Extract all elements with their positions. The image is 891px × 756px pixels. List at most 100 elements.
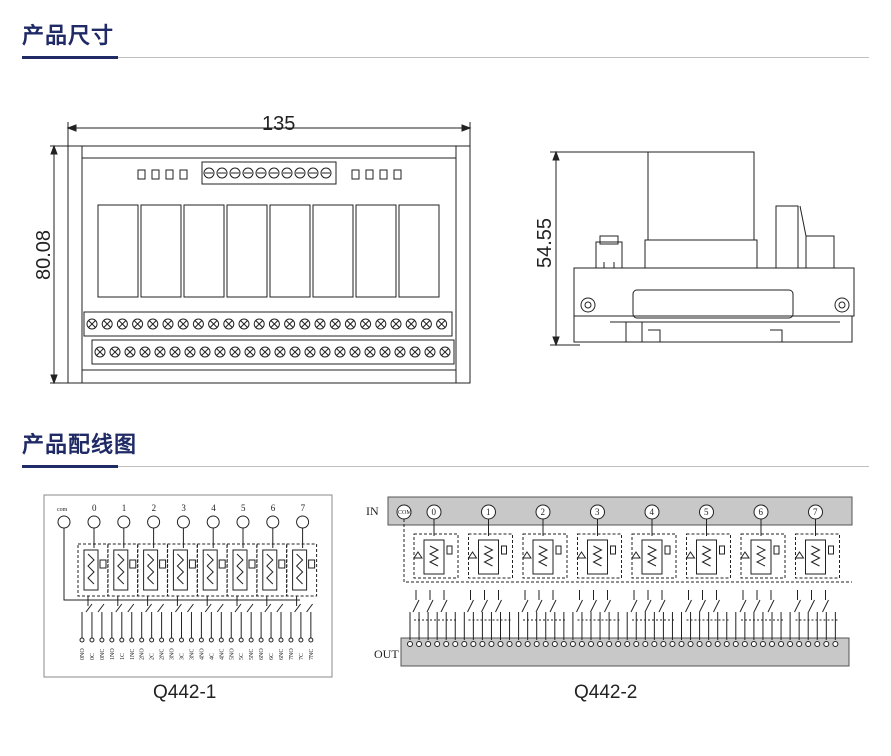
q1-channel-label: 5 <box>241 503 246 513</box>
screw-terminal <box>242 167 254 179</box>
output-terminal <box>696 641 703 647</box>
output-terminal <box>506 641 513 647</box>
coil-winding <box>755 545 767 567</box>
coil-winding <box>483 545 494 567</box>
screw-terminal <box>162 318 174 330</box>
output-terminal <box>597 641 604 647</box>
q1-terminal-label: 7NC <box>309 649 315 660</box>
q1-channel-label: 6 <box>271 503 276 513</box>
screw-slot <box>426 348 434 356</box>
input-terminal <box>266 515 280 529</box>
output-terminal <box>238 637 244 643</box>
relay-coil <box>292 549 308 591</box>
contact-switch <box>713 599 720 613</box>
screw-slot <box>316 320 324 328</box>
q1-terminal-label: 5C <box>239 653 245 660</box>
diode <box>685 551 696 559</box>
contact-switch <box>739 599 747 613</box>
output-terminal <box>750 641 757 647</box>
screw-slot <box>411 348 419 356</box>
q2-channel-label: 7 <box>813 507 818 517</box>
screw-terminal <box>420 318 432 330</box>
screw-slot <box>164 320 172 328</box>
output-terminal <box>461 641 468 647</box>
screw-terminal <box>259 346 271 358</box>
screw-terminal <box>229 346 241 358</box>
screw-slot <box>392 320 400 328</box>
relay-coil <box>262 549 278 591</box>
diode <box>631 551 641 559</box>
q2-channel-label: 5 <box>704 507 709 517</box>
screw-slot <box>103 320 112 328</box>
screw-terminal <box>253 318 265 330</box>
output-terminal <box>769 641 775 647</box>
q1-terminal-label: 6NO <box>259 648 265 660</box>
coil-winding <box>206 553 214 585</box>
output-terminal <box>615 641 622 647</box>
screw-slot <box>194 320 203 328</box>
relay-coil <box>805 539 826 575</box>
screw-slot <box>331 320 340 328</box>
contact-switch <box>97 603 105 613</box>
output-terminal <box>642 641 649 647</box>
screw-terminal <box>304 346 316 358</box>
output-terminal <box>139 637 145 643</box>
led-box <box>773 545 780 555</box>
output-terminal <box>778 641 785 647</box>
coil-winding <box>146 553 155 585</box>
screw-terminal <box>379 346 391 358</box>
q1-terminal-label: 5NO <box>229 648 235 660</box>
dim-height-label: 80.08 <box>33 230 55 280</box>
screw-terminal <box>284 318 296 330</box>
output-terminal <box>479 641 486 647</box>
screw-slot <box>246 348 254 356</box>
q1-terminal-label: 4C <box>209 653 215 660</box>
screw-slot <box>361 320 370 328</box>
input-terminal <box>147 515 161 529</box>
output-terminal <box>551 641 558 647</box>
diode <box>740 551 750 559</box>
output-terminal <box>169 637 175 643</box>
contact-switch <box>576 599 583 613</box>
output-terminal <box>832 641 839 647</box>
output-terminal <box>660 641 667 647</box>
output-terminal <box>119 637 125 643</box>
relay-coil <box>83 549 99 591</box>
led-box <box>188 559 196 569</box>
output-terminal <box>796 641 803 647</box>
relay-module <box>97 204 139 298</box>
screw-slot <box>306 348 314 356</box>
screw-slot <box>437 320 446 328</box>
screw-terminal <box>116 318 128 330</box>
screw-slot <box>346 320 355 328</box>
contact-switch <box>276 603 284 613</box>
output-terminal <box>488 641 495 647</box>
output-terminal <box>823 641 830 647</box>
screw-terminal <box>436 318 448 330</box>
screw-terminal <box>375 318 387 330</box>
output-terminal <box>759 641 766 647</box>
screw-slot <box>381 348 389 356</box>
output-terminal <box>407 641 413 647</box>
screw-slot <box>336 348 344 356</box>
q1-terminal-label: 5NC <box>249 649 255 660</box>
q1-com-label: com <box>57 507 68 513</box>
screw-terminal <box>154 346 166 358</box>
contact-switch <box>426 599 434 613</box>
q2-in-label: IN <box>366 504 379 518</box>
q1-terminal-label: 2NO <box>140 648 146 660</box>
screw-terminal <box>255 167 267 179</box>
output-terminal <box>560 641 567 647</box>
contact-switch <box>174 603 182 613</box>
q1-channel-label: 2 <box>152 503 157 513</box>
screw-slot <box>111 348 119 356</box>
screw-terminal <box>216 167 228 179</box>
screw-terminal <box>214 346 226 358</box>
contact-switch <box>246 603 254 613</box>
screw-terminal <box>424 346 436 358</box>
output-terminal <box>416 641 423 647</box>
coil-winding <box>176 553 185 585</box>
led-box <box>501 545 507 555</box>
output-terminal <box>179 637 184 643</box>
